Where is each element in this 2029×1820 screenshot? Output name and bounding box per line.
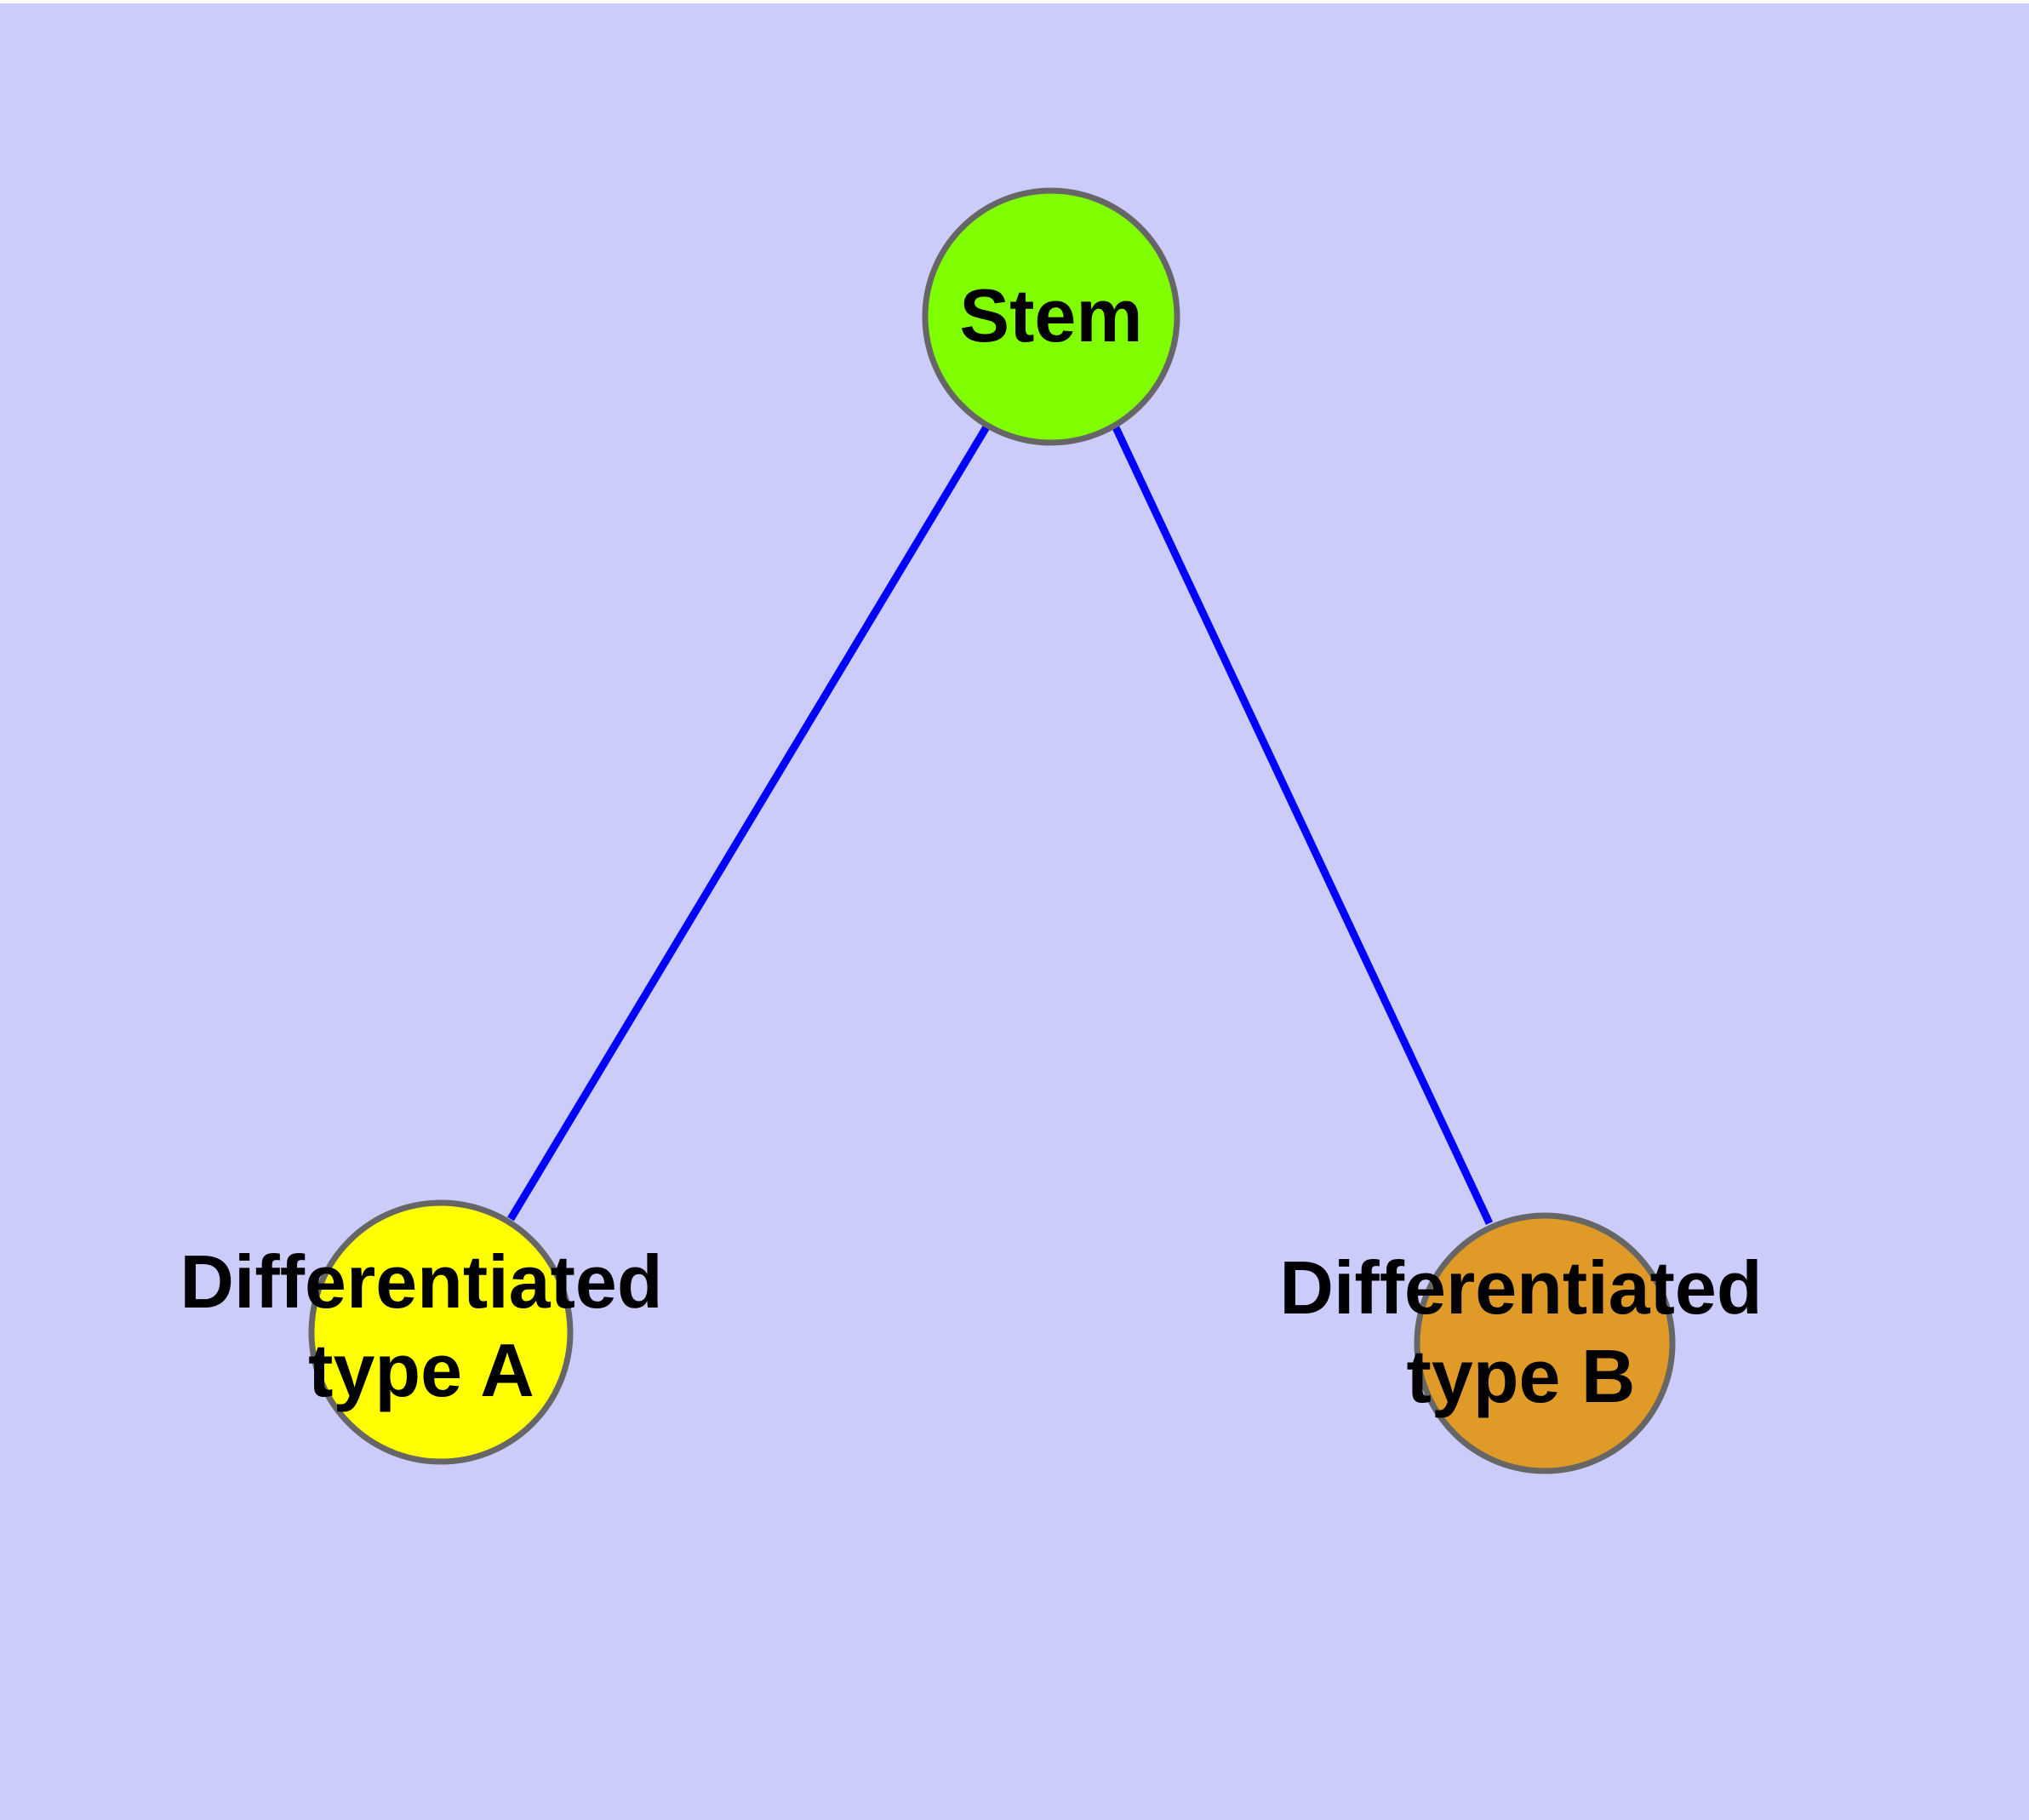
node-differentiated-type-b[interactable] xyxy=(1414,1212,1676,1474)
node-circle-diff-b[interactable] xyxy=(1414,1212,1676,1474)
node-label-line: Stem xyxy=(959,273,1142,358)
node-label-line: Differentiated xyxy=(180,1239,662,1324)
node-label-stem: Stem xyxy=(959,273,1142,358)
top-white-strip xyxy=(0,0,2029,3)
edge-layer xyxy=(507,423,1494,1225)
node-label-line: Differentiated xyxy=(1279,1245,1762,1330)
node-circle-stem[interactable] xyxy=(922,187,1180,446)
node-stem[interactable] xyxy=(922,187,1180,446)
node-layer xyxy=(308,187,1676,1474)
edge-stem-to-diff-b[interactable] xyxy=(1111,424,1494,1225)
edge-stem-to-diff-a[interactable] xyxy=(507,423,991,1222)
node-differentiated-type-a[interactable] xyxy=(308,1199,574,1465)
node-label-line: type B xyxy=(1407,1334,1636,1418)
node-label-line: type A xyxy=(308,1328,534,1412)
node-circle-diff-a[interactable] xyxy=(308,1199,574,1465)
